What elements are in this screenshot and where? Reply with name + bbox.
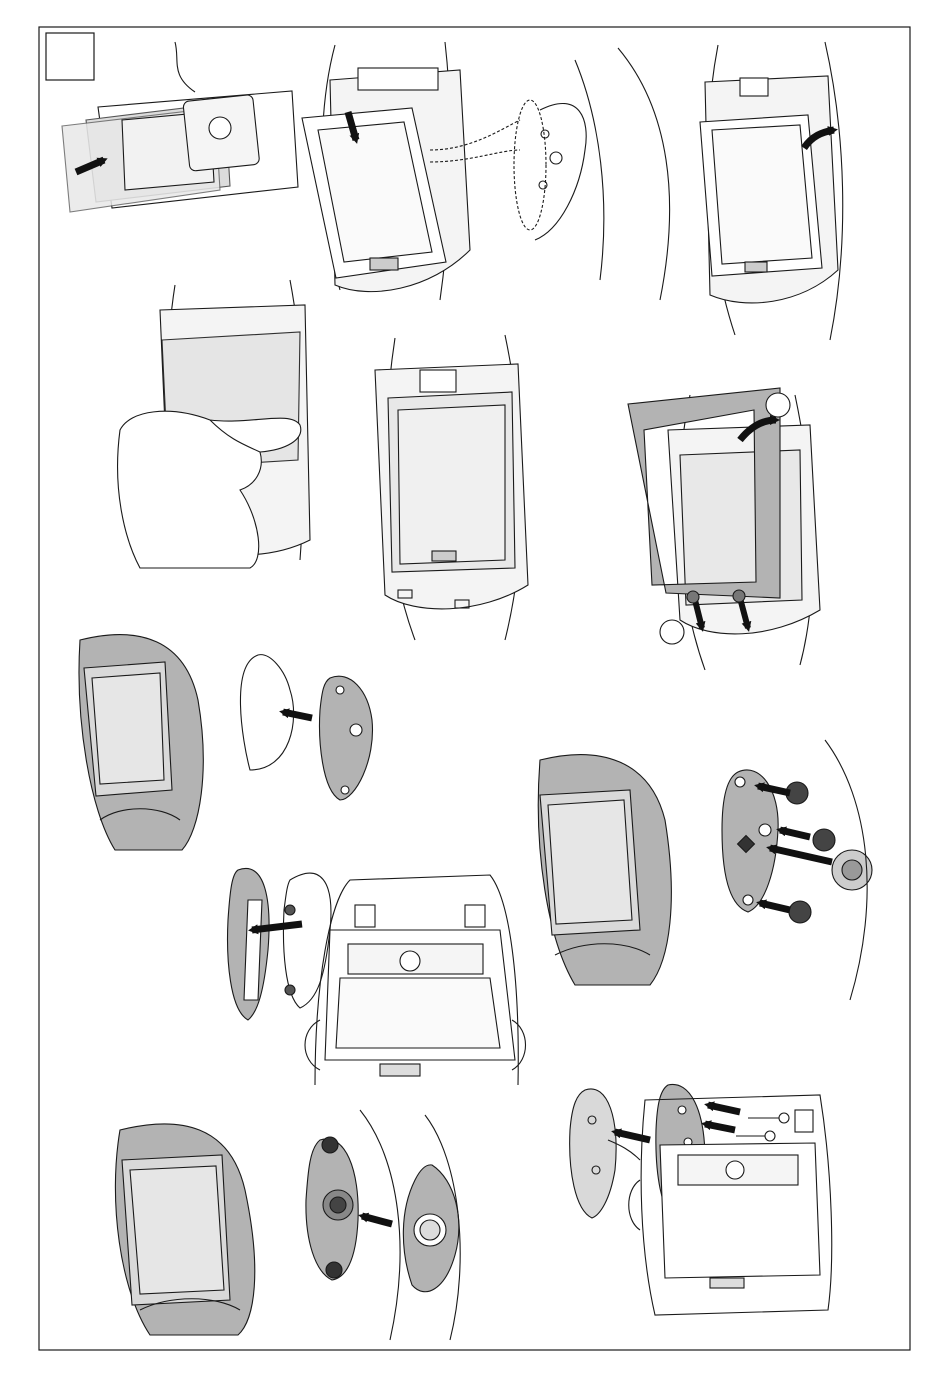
step-3-lens-swing [700, 42, 843, 340]
step-1-lens-tray [62, 42, 298, 212]
step-10-knob-cover [115, 1110, 460, 1340]
step-9-control-panel [228, 868, 526, 1085]
step-number-box [46, 33, 94, 80]
arrow-left-icon [362, 1216, 392, 1224]
step-4-hand-remove [118, 280, 310, 568]
step-2-lens-insert [302, 42, 670, 300]
knob-cap-icon [789, 901, 811, 923]
step-7-helmet-gasket [79, 635, 372, 850]
screw-icon [736, 1131, 775, 1141]
step-11-screws-assembly [570, 1084, 832, 1315]
gasket [320, 676, 373, 800]
step-5-filter-seated [375, 335, 528, 640]
arrow-left-icon [760, 903, 790, 910]
step-8-knob-assembly [538, 740, 872, 1000]
step-6-frame-removal [628, 388, 820, 670]
arrow-left-icon [708, 1105, 740, 1112]
callout-a [766, 393, 790, 417]
arrow-left-icon [780, 830, 810, 837]
arrow-left-icon [615, 1132, 650, 1140]
callout-b [660, 620, 684, 644]
screw-icon [748, 1113, 789, 1123]
tray-knob-icon [209, 117, 231, 139]
knob-cap-icon [813, 829, 835, 851]
arrow-left-icon [705, 1124, 735, 1130]
